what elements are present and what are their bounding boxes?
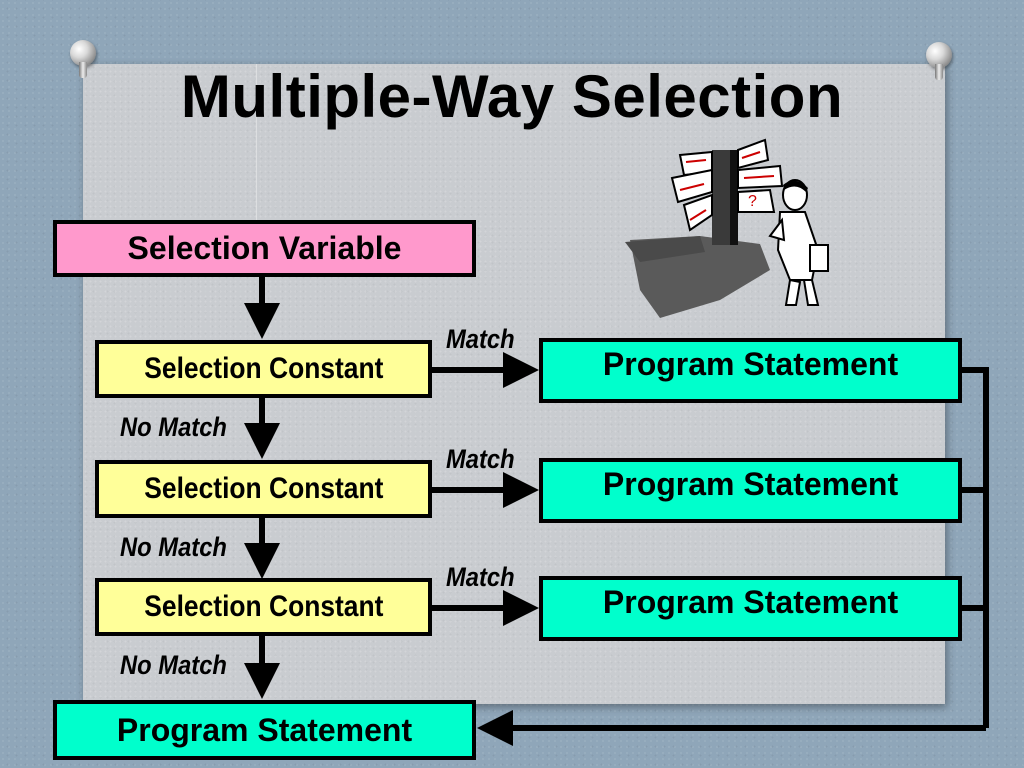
match-label: Match <box>446 562 515 592</box>
match-label: Match <box>446 324 515 354</box>
selection-variable-label: Selection Variable <box>127 230 402 266</box>
pushpin-icon <box>926 42 952 80</box>
selection-constant-box: Selection Constant <box>95 340 432 398</box>
program-statement-label: Program Statement <box>602 584 899 620</box>
no-match-label: No Match <box>120 650 227 680</box>
program-statement-box: Program Statement <box>539 338 962 403</box>
no-match-label: No Match <box>120 532 227 562</box>
program-statement-label: Program Statement <box>602 466 899 502</box>
program-statement-label: Program Statement <box>602 346 899 382</box>
slide-title: Multiple-Way Selection <box>180 63 844 130</box>
final-program-statement-box: Program Statement <box>53 700 476 760</box>
selection-constant-label: Selection Constant <box>143 590 384 623</box>
no-match-label: No Match <box>120 412 227 442</box>
selection-constant-box: Selection Constant <box>95 578 432 636</box>
selection-variable-box: Selection Variable <box>53 220 476 277</box>
program-statement-box: Program Statement <box>539 458 962 523</box>
panel-crease <box>256 64 257 224</box>
match-label: Match <box>446 444 515 474</box>
final-program-statement-label: Program Statement <box>116 711 413 748</box>
program-statement-box: Program Statement <box>539 576 962 641</box>
selection-constant-label: Selection Constant <box>143 352 384 385</box>
selection-constant-box: Selection Constant <box>95 460 432 518</box>
selection-constant-label: Selection Constant <box>143 472 384 505</box>
question-mark-glyph: ? <box>748 193 757 210</box>
pushpin-icon <box>70 40 96 78</box>
